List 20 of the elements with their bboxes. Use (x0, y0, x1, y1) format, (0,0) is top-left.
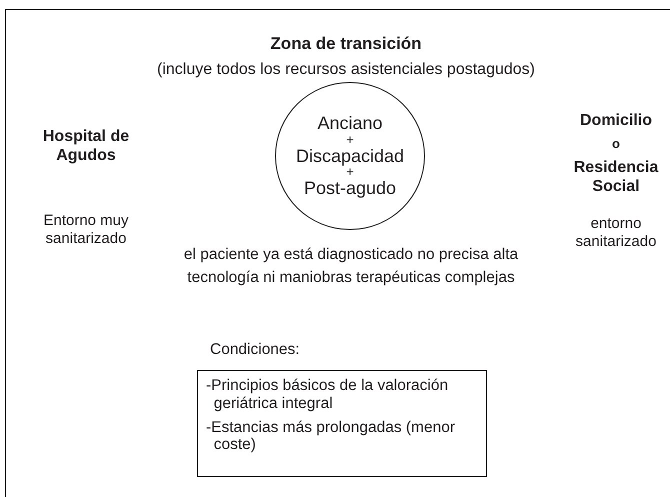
node-text: Post-agudo (304, 178, 396, 199)
heading: Residencia Social (572, 158, 660, 196)
list-item: -Principios básicos de la valoración geriátrica integral (206, 377, 450, 413)
body-text: entorno sanitarizado (574, 215, 658, 251)
body-text: Hospital de Agudos (42, 127, 130, 166)
list-item: -Estancias más prolongadas (menor coste) (206, 418, 456, 454)
connector-word: o (611, 136, 621, 152)
heading: Domicilio (578, 111, 653, 130)
diagram-frame (5, 9, 670, 497)
body-text: el paciente ya está diagnosticado no precisa alta tecnología ni maniobras terapéuticas complejas (182, 245, 520, 288)
circle-node (275, 82, 425, 230)
plus-sign: + (346, 134, 354, 146)
conditions-box (197, 370, 487, 477)
title: Zona de transición (269, 34, 423, 54)
subtitle: (incluye todos los recursos asistenciales postagudos) (156, 60, 536, 80)
plus-sign: + (346, 166, 354, 178)
node-text: Discapacidad (296, 146, 404, 166)
node-text: Anciano (317, 113, 383, 134)
body-text: Condiciones: (210, 341, 301, 360)
body-text: Entorno muy sanitarizado (42, 212, 130, 248)
